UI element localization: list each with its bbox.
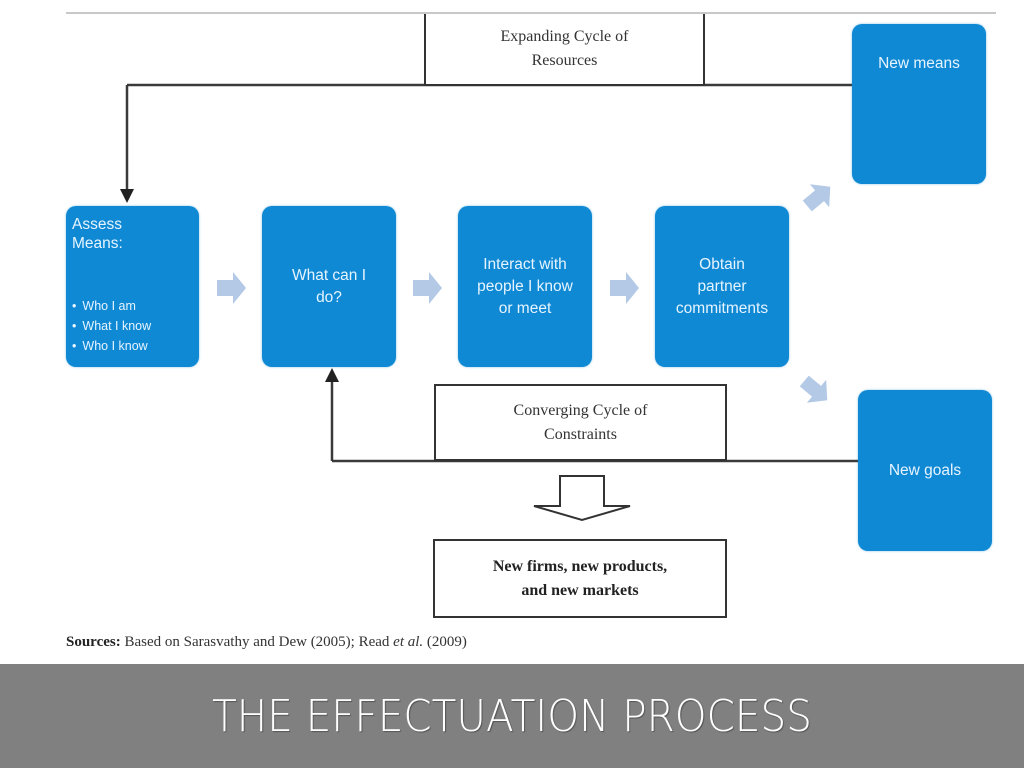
interact-line-1: Interact with [483, 255, 567, 273]
flow-arrow-up-right [802, 184, 831, 212]
what-can-i-do-line-2: do? [316, 288, 342, 306]
node-interact: Interact with people I know or meet [458, 206, 592, 367]
node-obtain-commitments: Obtain partner commitments [655, 206, 789, 367]
obtain-line-1: Obtain [699, 255, 745, 273]
sources-label: Sources: [66, 634, 121, 650]
sources-year: (2009) [423, 634, 467, 650]
flow-arrow-down-right [799, 375, 828, 403]
outcome-line-1: New firms, new products, [492, 557, 668, 575]
interact-line-3: or meet [498, 299, 552, 317]
node-assess-means: Assess Means: Who I am What I know Who I… [66, 206, 199, 367]
slide-title: THE EFFECTUATION PROCESS [212, 690, 812, 742]
converging-cycle-box: Converging Cycle of Constraints [434, 384, 727, 461]
converging-cycle-line-2: Constraints [544, 425, 617, 443]
new-means-label: New means [878, 55, 960, 72]
node-new-means: New means [852, 24, 986, 184]
assess-bullet: Who I know [72, 336, 151, 356]
expanding-cycle-box: Expanding Cycle of Resources [424, 14, 705, 86]
outcome-line-2: and new markets [521, 581, 639, 599]
flow-arrow-2 [413, 272, 442, 304]
new-goals-label: New goals [888, 461, 962, 479]
assess-bullet: What I know [72, 316, 151, 336]
assess-bullet-list: Who I am What I know Who I know [72, 296, 151, 358]
expanding-cycle-line-2: Resources [531, 52, 598, 69]
assess-title-line-1: Assess [72, 216, 122, 233]
converging-cycle-arrowhead [325, 368, 339, 382]
top-divider [66, 12, 996, 14]
outcome-box: New firms, new products, and new markets [433, 539, 727, 618]
flow-arrow-3 [610, 272, 639, 304]
sources-citation: Sources: Based on Sarasvathy and Dew (20… [66, 634, 467, 651]
interact-line-2: people I know [477, 277, 573, 295]
obtain-line-3: commitments [675, 299, 769, 317]
converging-cycle-line-1: Converging Cycle of [513, 401, 648, 419]
assess-title-line-2: Means: [72, 235, 123, 252]
expanding-cycle-line-1: Expanding Cycle of [500, 28, 629, 45]
sources-text: Based on Sarasvathy and Dew (2005); Read [120, 634, 394, 650]
node-new-goals: New goals [858, 390, 992, 551]
sources-italic: et al. [393, 634, 424, 650]
assess-bullet: Who I am [72, 296, 151, 316]
flow-arrow-1 [217, 272, 246, 304]
obtain-line-2: partner [697, 277, 747, 295]
caption-bar: THE EFFECTUATION PROCESS [0, 664, 1024, 768]
expanding-cycle-arrowhead [120, 189, 134, 203]
node-what-can-i-do: What can I do? [262, 206, 396, 367]
outcome-down-arrow [533, 475, 631, 522]
what-can-i-do-line-1: What can I [291, 266, 367, 284]
